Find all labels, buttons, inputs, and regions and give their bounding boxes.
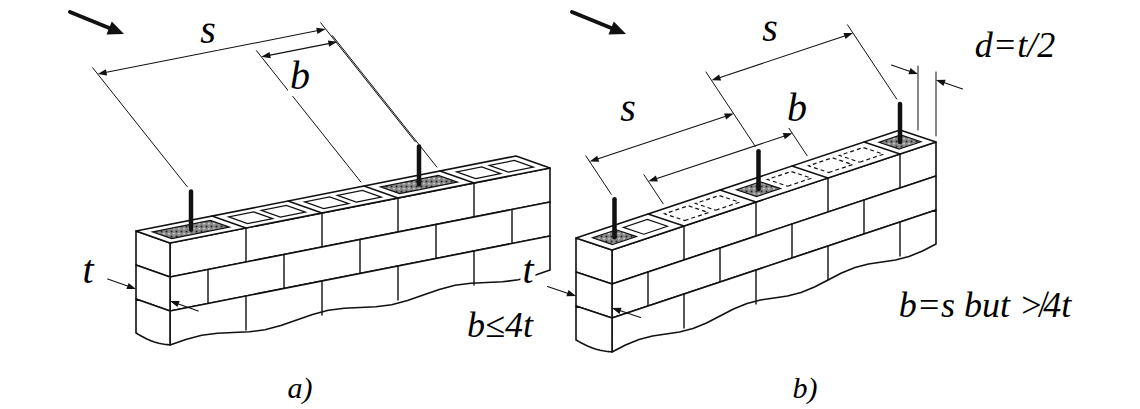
extension-line (644, 175, 663, 204)
block-cell (624, 220, 668, 235)
extension-line (332, 36, 437, 168)
extension-line (256, 51, 361, 183)
figure-tag: a) (286, 373, 315, 403)
mortar-joint (207, 270, 208, 304)
mortar-joint (863, 200, 864, 234)
dimension-label: s (198, 10, 218, 50)
mortar-joint (683, 226, 684, 260)
block-cell (840, 148, 884, 163)
condition-note: b=s but ≯4t (897, 287, 1074, 323)
rebar (189, 192, 194, 230)
dimension-arrow (891, 65, 909, 71)
mortar-joint (245, 228, 246, 262)
dimension-line-head (261, 52, 271, 58)
block-cell (261, 205, 305, 217)
extension-line (321, 23, 416, 142)
dimension-label: b (785, 88, 809, 128)
mortar-joint (321, 281, 322, 315)
wall-end-face (576, 306, 612, 352)
direction-arrow (70, 12, 109, 28)
block-cell (696, 196, 740, 211)
extension-line (706, 72, 755, 146)
extension-line (848, 25, 897, 99)
direction-arrow (572, 12, 611, 28)
extension-line (918, 66, 919, 130)
dimension-line (270, 44, 328, 56)
wall-face (170, 236, 550, 345)
block-cell (768, 172, 812, 187)
mortar-joint (511, 210, 512, 244)
extension-line (788, 127, 807, 156)
dimension-arrow (548, 287, 568, 294)
mortar-joint (359, 240, 360, 274)
mortar-joint (435, 225, 436, 259)
rebar (417, 147, 422, 185)
block-cell (305, 197, 349, 209)
rebar (756, 151, 761, 189)
dimension-arrow (621, 311, 641, 318)
dimension-label: t (520, 250, 535, 290)
mortar-joint (899, 222, 900, 256)
condition-note: b≤4t (465, 307, 535, 343)
dimension-line (720, 36, 844, 78)
dimension-line-head (328, 40, 337, 46)
dimension-arrow (179, 304, 199, 311)
figure-tag: b) (791, 373, 820, 403)
dimension-arrow (945, 83, 963, 89)
wall-top-face (136, 156, 550, 243)
mortar-joint (647, 272, 648, 306)
mortar-joint (683, 294, 684, 328)
mortar-joint (899, 154, 900, 188)
mortar-joint (321, 213, 322, 247)
dimension-label: d=t/2 (973, 27, 1057, 63)
extension-line (93, 68, 188, 187)
rebar (898, 104, 903, 142)
mortar-joint (283, 255, 284, 289)
mortar-joint (755, 202, 756, 236)
block-cell (229, 212, 273, 224)
block-cell (809, 158, 853, 173)
block-cell (337, 190, 381, 202)
wall-end-face (136, 299, 170, 345)
mortar-joint (827, 246, 828, 280)
dimension-label: t (80, 250, 95, 290)
dimension-label: s (760, 8, 780, 48)
extension-line (936, 72, 937, 136)
mortar-joint (755, 270, 756, 304)
dimension-arrow (108, 279, 128, 286)
dimension-line-head (316, 28, 326, 34)
dimension-line-head (98, 69, 107, 75)
block-cell (457, 167, 501, 179)
mortar-joint (791, 224, 792, 258)
mortar-joint (719, 248, 720, 282)
mortar-joint (473, 251, 474, 285)
extension-line (586, 156, 611, 194)
mortar-joint (827, 178, 828, 212)
block-cell (489, 160, 533, 172)
rebar (612, 199, 617, 237)
dimension-label: s (618, 88, 638, 128)
mortar-joint (473, 183, 474, 217)
dimension-label: b (288, 56, 312, 96)
dimension-line (657, 136, 784, 178)
block-cell (665, 206, 709, 221)
mortar-joint (397, 266, 398, 300)
mortar-joint (245, 296, 246, 330)
mortar-joint (397, 198, 398, 232)
